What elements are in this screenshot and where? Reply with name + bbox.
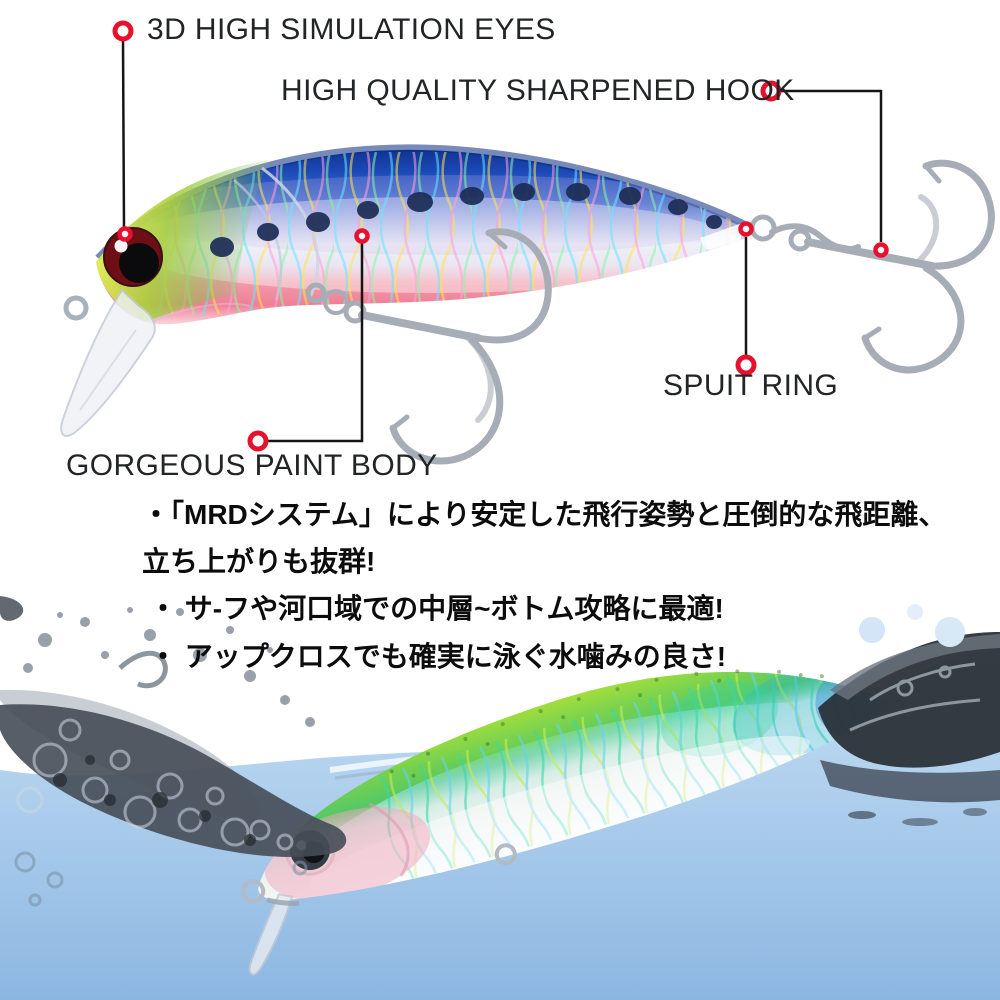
paint-body-callout-line	[268, 243, 364, 443]
callout-label-eyes: 3D HIGH SIMULATION EYES	[147, 13, 556, 46]
eyes-callout-line	[121, 40, 126, 229]
hook-target-dot-icon	[873, 242, 889, 258]
belly-treble-hook	[305, 228, 552, 465]
feature-bullet-3: ・ アップクロスでも確実に泳ぐ水噛みの良さ!	[149, 641, 727, 672]
callout-label-paint-body: GORGEOUS PAINT BODY	[66, 449, 438, 482]
diving-lure-lip	[248, 893, 294, 976]
top-lure-lip	[60, 288, 156, 437]
rear-treble-hook	[749, 159, 995, 374]
callout-markers	[112, 20, 889, 452]
callout-label-hook: HIGH QUALITY SHARPENED HOOK	[281, 74, 795, 107]
line-tie-ring	[63, 295, 89, 321]
spuit-ring-ring-icon	[735, 354, 757, 376]
eyes-ring-icon	[112, 20, 134, 42]
back-speckles	[389, 669, 824, 778]
eyes-target-dot-icon	[117, 226, 133, 242]
body-spots	[210, 183, 722, 257]
left-splash	[0, 596, 347, 907]
bottom-scene-illustration	[0, 596, 1000, 1000]
feature-bullet-1-line-1: ・「MRDシステム」により安定した飛行姿勢と圧倒的な飛距離、	[142, 499, 947, 530]
feature-bullet-1-line-2: 立ち上がりも抜群!	[142, 546, 376, 577]
top-lure-illustration	[60, 144, 995, 465]
diving-lure-hardware	[241, 843, 517, 906]
callout-lines	[121, 40, 883, 443]
spray-droplets	[23, 607, 315, 727]
paint-body-ring-icon	[247, 430, 269, 452]
hook-callout-line	[781, 89, 883, 242]
top-lure-eye	[103, 227, 163, 287]
callout-label-spuit-ring: SPUIT RING	[663, 369, 839, 402]
paint-body-target-dot-icon	[354, 228, 370, 244]
hook-ring-icon	[760, 80, 782, 102]
right-wave-splash	[818, 604, 1000, 826]
spuit-ring-target-dot-icon	[738, 221, 754, 237]
feature-bullet-2: ・ サ-フや河口域での中層~ボトム攻略に最適!	[149, 593, 724, 624]
